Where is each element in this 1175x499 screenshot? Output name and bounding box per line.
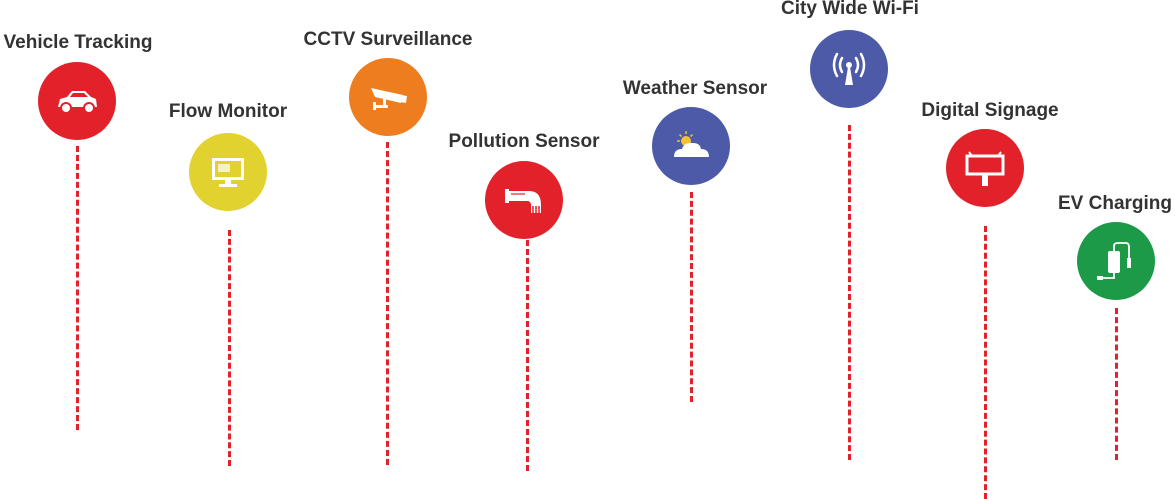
label-vehicle-tracking: Vehicle Tracking xyxy=(3,32,153,53)
connector-line-digital-signage xyxy=(984,226,987,499)
car-icon xyxy=(58,91,97,114)
ev-charger-icon xyxy=(1097,242,1131,280)
monitor-icon xyxy=(212,158,244,187)
connector-line-weather-sensor xyxy=(690,192,693,402)
wifi-antenna-icon xyxy=(832,52,866,85)
circle-weather-sensor xyxy=(652,107,730,185)
label-ev-charging: EV Charging xyxy=(1057,193,1173,214)
circle-city-wide-wifi xyxy=(810,30,888,108)
pipe-outflow-icon xyxy=(505,189,541,217)
cctv-camera-icon xyxy=(371,88,407,110)
label-city-wide-wifi: City Wide Wi-Fi xyxy=(781,0,919,19)
connector-line-pollution-sensor xyxy=(526,240,529,471)
connector-line-cctv-surveillance xyxy=(386,142,389,465)
circle-ev-charging xyxy=(1077,222,1155,300)
label-cctv-surveillance: CCTV Surveillance xyxy=(303,29,473,50)
connector-line-city-wide-wifi xyxy=(848,125,851,460)
circle-pollution-sensor xyxy=(485,161,563,239)
label-pollution-sensor: Pollution Sensor xyxy=(448,131,600,152)
billboard-icon xyxy=(965,151,1005,186)
circle-vehicle-tracking xyxy=(38,62,116,140)
circle-digital-signage xyxy=(946,129,1024,207)
circle-flow-monitor xyxy=(189,133,267,211)
sun-cloud-icon xyxy=(674,131,709,157)
label-digital-signage: Digital Signage xyxy=(921,100,1059,121)
connector-line-flow-monitor xyxy=(228,230,231,466)
label-weather-sensor: Weather Sensor xyxy=(622,78,768,99)
connector-line-vehicle-tracking xyxy=(76,146,79,430)
connector-line-ev-charging xyxy=(1115,308,1118,460)
label-flow-monitor: Flow Monitor xyxy=(168,101,288,122)
circle-cctv-surveillance xyxy=(349,58,427,136)
